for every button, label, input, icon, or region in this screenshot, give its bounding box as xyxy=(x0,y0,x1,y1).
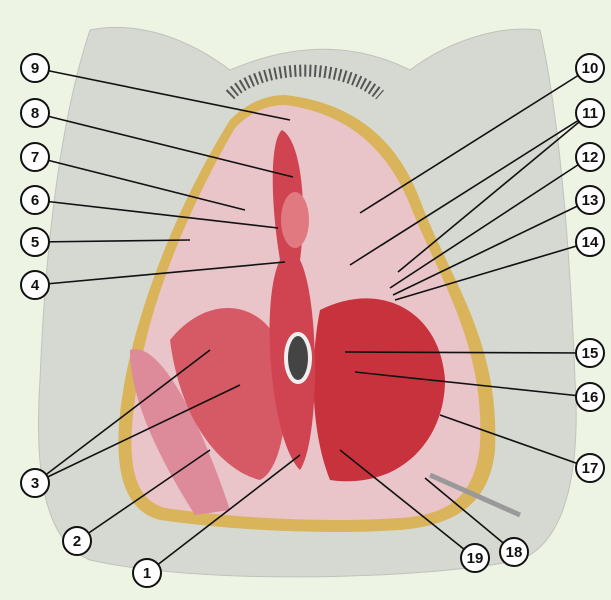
leader-line-7 xyxy=(34,156,246,211)
leader-line-13 xyxy=(392,199,591,296)
vaginal-orifice xyxy=(281,192,309,248)
bulbospongiosus-left xyxy=(170,307,287,480)
label-19: 19 xyxy=(460,543,490,573)
label-18: 18 xyxy=(499,537,529,567)
label-10: 10 xyxy=(575,53,605,83)
label-6: 6 xyxy=(20,185,50,215)
leader-line-4 xyxy=(34,261,286,286)
label-7: 7 xyxy=(20,142,50,172)
leader-line-3 xyxy=(34,349,211,484)
leader-line-5 xyxy=(34,239,191,243)
label-9: 9 xyxy=(20,53,50,83)
ischiocavernosus-muscle xyxy=(130,349,230,515)
leader-line-14 xyxy=(394,241,591,301)
label-16: 16 xyxy=(575,382,605,412)
leader-line-1 xyxy=(146,454,301,574)
leader-line-11 xyxy=(397,112,591,273)
leader-line-19 xyxy=(339,449,476,559)
levator-right xyxy=(313,298,445,482)
label-1: 1 xyxy=(132,558,162,588)
leader-line-16 xyxy=(354,371,591,398)
leader-line-17 xyxy=(439,414,591,469)
label-2: 2 xyxy=(62,526,92,556)
leader-line-11 xyxy=(349,112,591,266)
label-17: 17 xyxy=(575,453,605,483)
leader-line-8 xyxy=(34,112,294,178)
label-3: 3 xyxy=(20,468,50,498)
leader-line-6 xyxy=(34,199,279,229)
label-13: 13 xyxy=(575,185,605,215)
hair xyxy=(225,64,384,100)
retractor xyxy=(428,472,522,518)
label-8: 8 xyxy=(20,98,50,128)
leader-line-15 xyxy=(344,351,591,354)
label-5: 5 xyxy=(20,227,50,257)
label-14: 14 xyxy=(575,227,605,257)
label-11: 11 xyxy=(575,98,605,128)
label-4: 4 xyxy=(20,270,50,300)
vestibule xyxy=(269,130,315,470)
leader-line-12 xyxy=(389,156,591,289)
anus xyxy=(284,332,312,384)
leader-line-18 xyxy=(424,477,515,553)
label-12: 12 xyxy=(575,142,605,172)
leader-line-2 xyxy=(76,449,211,542)
leader-line-3 xyxy=(34,384,241,484)
label-15: 15 xyxy=(575,338,605,368)
leader-line-10 xyxy=(359,67,591,214)
leader-line-9 xyxy=(34,67,291,121)
